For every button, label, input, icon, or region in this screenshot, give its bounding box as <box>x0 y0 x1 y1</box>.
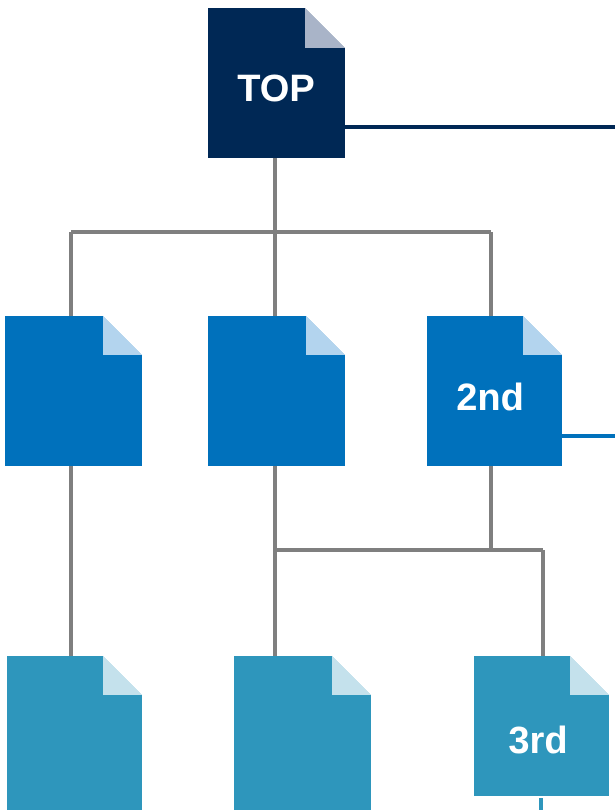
page-fold <box>570 656 609 695</box>
tree-connectors <box>69 158 545 656</box>
second-level-page-2nd-icon: 2nd <box>427 316 562 466</box>
second-level-page-a-icon <box>5 316 142 466</box>
third-level-page-a-icon <box>7 656 142 810</box>
2nd-page-label: 2nd <box>456 377 524 419</box>
third-level-page-3rd-icon: 3rd <box>474 656 609 796</box>
page-fold <box>332 656 371 695</box>
page-fold <box>523 316 562 355</box>
top-page-icon: TOP <box>208 8 345 158</box>
top-page-fold <box>305 8 345 48</box>
page-fold <box>306 316 345 355</box>
page-fold <box>103 656 142 695</box>
second-level-page-b-icon <box>208 316 345 466</box>
page-fold <box>103 316 142 355</box>
third-level-page-b-icon <box>234 656 371 810</box>
3rd-page-label: 3rd <box>508 720 567 762</box>
top-page-label: TOP <box>237 68 314 110</box>
